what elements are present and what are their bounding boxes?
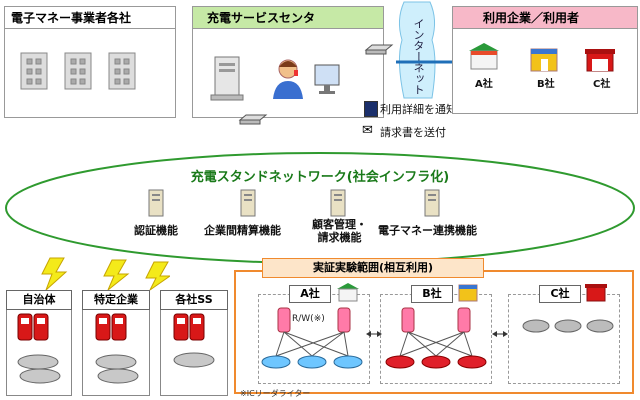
users-box: 利用企業／利用者 A社 B社 C社 bbox=[452, 6, 638, 114]
charger-icons bbox=[17, 313, 215, 384]
charging-center-title: 充電サービスセンタ bbox=[193, 7, 383, 29]
link-arrows bbox=[366, 331, 508, 337]
experiment-title: 実証実験範囲(相互利用) bbox=[262, 258, 484, 278]
car-icon bbox=[522, 319, 614, 333]
function-settlement: 企業間精算機能 bbox=[204, 224, 281, 237]
company-top-b: B社 bbox=[537, 79, 555, 90]
company-label: C社 bbox=[539, 285, 581, 303]
charger-icon bbox=[17, 313, 49, 341]
charger-icon bbox=[95, 313, 127, 341]
store-icon bbox=[530, 48, 558, 72]
internet-label: インターネット bbox=[412, 18, 425, 95]
store-icon bbox=[458, 284, 478, 302]
function-customer: 顧客管理・ 請求機能 bbox=[312, 218, 367, 244]
server-icon bbox=[210, 56, 244, 101]
server-icon bbox=[424, 189, 440, 217]
company-label: A社 bbox=[289, 285, 331, 303]
company-top-a: A社 bbox=[475, 79, 493, 90]
notice-billing: 請求書を送付 bbox=[380, 126, 446, 139]
document-icon bbox=[364, 101, 378, 117]
hub-icon bbox=[238, 114, 268, 125]
car-icon bbox=[17, 352, 215, 384]
users-title: 利用企業／利用者 bbox=[453, 7, 637, 29]
operator-icon bbox=[273, 59, 303, 99]
experiment-company-c: C社 bbox=[508, 285, 620, 384]
hub-icon bbox=[364, 44, 394, 55]
company-top-c: C社 bbox=[593, 79, 611, 90]
network-title: 充電スタンドネットワーク(社会インフラ化) bbox=[190, 170, 450, 185]
client-box-ss: 各社SS bbox=[160, 290, 228, 396]
money-providers-title: 電子マネー事業者各社 bbox=[5, 7, 175, 29]
store-icon bbox=[585, 284, 607, 302]
client-label: 特定企業 bbox=[82, 290, 150, 310]
building-icon bbox=[20, 52, 48, 90]
store-icon bbox=[337, 283, 359, 302]
building-icons bbox=[20, 52, 136, 90]
experiment-chargers bbox=[261, 307, 614, 369]
client-label: 自治体 bbox=[6, 290, 72, 310]
experiment-company-b: B社 bbox=[380, 285, 492, 384]
rw-label: R/W(※) bbox=[292, 314, 325, 324]
charger-icon bbox=[401, 307, 471, 333]
company-label: B社 bbox=[411, 285, 453, 303]
client-label: 各社SS bbox=[160, 290, 228, 310]
server-icon bbox=[330, 189, 346, 217]
server-icon bbox=[240, 189, 256, 217]
function-emoney: 電子マネー連携機能 bbox=[378, 224, 477, 237]
charger-icon bbox=[277, 307, 351, 333]
store-icon bbox=[469, 43, 499, 70]
lightning-icons bbox=[41, 257, 170, 291]
money-providers-box: 電子マネー事業者各社 bbox=[4, 6, 176, 118]
store-icon bbox=[585, 49, 615, 72]
server-icon bbox=[148, 189, 164, 217]
function-auth: 認証機能 bbox=[134, 224, 178, 237]
building-icon bbox=[64, 52, 92, 90]
building-icon bbox=[108, 52, 136, 90]
charging-center-box: 充電サービスセンタ bbox=[192, 6, 384, 118]
monitor-icon bbox=[314, 64, 340, 94]
notice-usage: 利用詳細を通知 bbox=[380, 103, 457, 116]
footnote: ※ICリーダライター bbox=[240, 389, 311, 398]
experiment-company-a: A社 bbox=[258, 285, 370, 384]
internet-cloud bbox=[398, 1, 436, 99]
car-icon bbox=[261, 355, 363, 369]
car-icon bbox=[385, 355, 487, 369]
envelope-icon: ✉ bbox=[362, 123, 373, 138]
charger-icon bbox=[173, 313, 205, 341]
